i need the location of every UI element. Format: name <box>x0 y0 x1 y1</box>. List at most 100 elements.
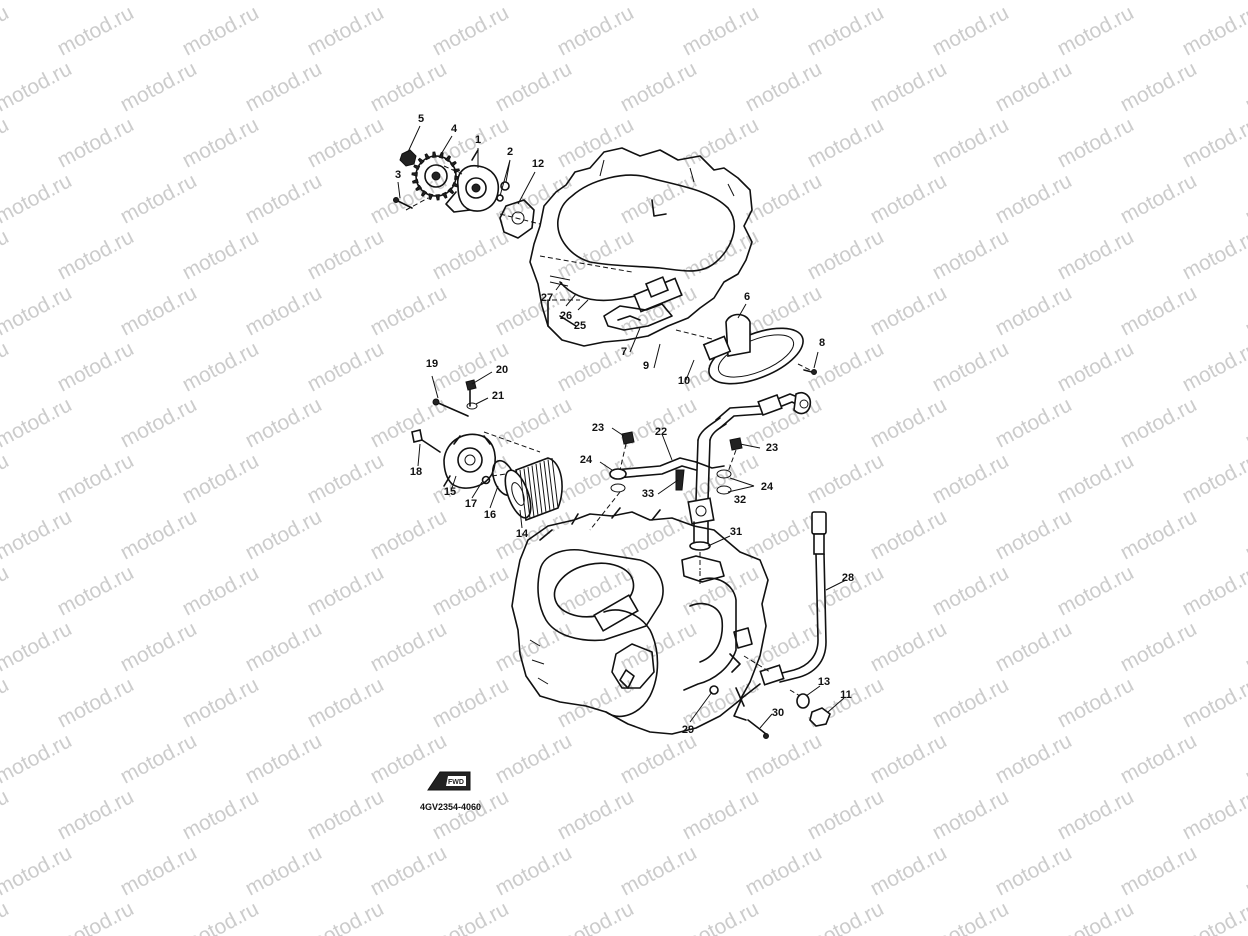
watermark-text: motod.ru <box>554 449 638 508</box>
watermark-text: motod.ru <box>1242 281 1248 340</box>
watermark-text: motod.ru <box>429 673 513 732</box>
watermark-text: motod.ru <box>54 225 138 284</box>
oil-filter-element <box>504 457 563 522</box>
gear-tooth <box>420 189 428 197</box>
callout-8: 8 <box>819 337 825 349</box>
watermark-text: motod.ru <box>242 169 326 228</box>
watermark-text: motod.ru <box>1054 897 1138 936</box>
watermark-text: motod.ru <box>617 169 701 228</box>
gear-tooth <box>415 184 423 192</box>
watermark-text: motod.ru <box>0 449 13 508</box>
watermark-text: motod.ru <box>117 617 201 676</box>
oil-pump-assembly <box>393 149 541 239</box>
watermark-text: motod.ru <box>929 673 1013 732</box>
callout-23-right: 23 <box>766 442 778 454</box>
watermark-text: motod.ru <box>1117 281 1201 340</box>
watermark-text: motod.ru <box>929 337 1013 396</box>
watermark-text: motod.ru <box>679 897 763 936</box>
watermark-text: motod.ru <box>492 841 576 900</box>
callout-19: 19 <box>426 358 438 370</box>
watermark-text: motod.ru <box>179 337 263 396</box>
watermark-text: motod.ru <box>1054 449 1138 508</box>
watermark-text: motod.ru <box>304 1 388 60</box>
watermark-text: motod.ru <box>179 225 263 284</box>
watermark-text: motod.ru <box>617 617 701 676</box>
callout-5: 5 <box>418 113 424 125</box>
dowel-pin <box>500 181 510 191</box>
watermark-text: motod.ru <box>304 561 388 620</box>
watermark-text: motod.ru <box>429 897 513 936</box>
watermark-text: motod.ru <box>179 897 263 936</box>
watermark-text: motod.ru <box>992 57 1076 116</box>
callout-10: 10 <box>678 375 690 387</box>
gear-tooth <box>441 191 448 199</box>
watermark-text: motod.ru <box>179 113 263 172</box>
watermark-text: motod.ru <box>1242 57 1248 116</box>
nut <box>399 149 417 167</box>
watermark-text: motod.ru <box>367 57 451 116</box>
watermark-text: motod.ru <box>304 785 388 844</box>
watermark-text: motod.ru <box>117 0 201 4</box>
watermark-text: motod.ru <box>0 673 13 732</box>
watermark-text: motod.ru <box>617 729 701 788</box>
gear-tooth <box>444 155 452 163</box>
callout-4: 4 <box>451 123 458 135</box>
watermark-text: motod.ru <box>304 337 388 396</box>
watermark-text: motod.ru <box>1117 169 1201 228</box>
watermark-text: motod.ru <box>179 673 263 732</box>
watermark-text: motod.ru <box>304 897 388 936</box>
callout-16: 16 <box>484 509 496 521</box>
watermark-text: motod.ru <box>367 0 451 4</box>
watermark-text: motod.ru <box>1179 449 1248 508</box>
watermark-text: motod.ru <box>117 281 201 340</box>
callout-30: 30 <box>772 707 784 719</box>
oil-pump-body <box>445 149 500 213</box>
watermark-text: motod.ru <box>804 1 888 60</box>
watermark-text: motod.ru <box>992 505 1076 564</box>
callout-13: 13 <box>818 676 830 688</box>
bolt-long <box>435 401 469 417</box>
callout-14: 14 <box>516 528 529 540</box>
watermark-text: motod.ru <box>1117 393 1201 452</box>
watermark-text: motod.ru <box>0 225 13 284</box>
filter-pleat <box>535 463 543 515</box>
gear-tooth <box>453 168 460 174</box>
union-bolt-right <box>729 437 743 451</box>
watermark-text: motod.ru <box>992 841 1076 900</box>
watermark-text: motod.ru <box>0 113 13 172</box>
watermark-text: motod.ru <box>1179 225 1248 284</box>
callout-33: 33 <box>642 488 654 500</box>
bolt-small <box>465 379 477 391</box>
watermark-text: motod.ru <box>679 785 763 844</box>
watermark-text: motod.ru <box>554 1 638 60</box>
watermark-text: motod.ru <box>742 617 826 676</box>
washer <box>466 402 478 410</box>
upper-crankcase <box>529 147 753 347</box>
watermark-text: motod.ru <box>867 169 951 228</box>
watermark-text: motod.ru <box>0 785 13 844</box>
watermark-text: motod.ru <box>367 505 451 564</box>
watermark-text: motod.ru <box>242 841 326 900</box>
watermark-text: motod.ru <box>617 57 701 116</box>
watermark-text: motod.ru <box>1117 617 1201 676</box>
watermark-text: motod.ru <box>867 57 951 116</box>
filter-pleat <box>527 466 535 518</box>
watermark-text: motod.ru <box>242 729 326 788</box>
callout-7: 7 <box>621 346 627 358</box>
watermark-text: motod.ru <box>1054 561 1138 620</box>
callout-32: 32 <box>734 494 746 506</box>
watermark-text: motod.ru <box>617 393 701 452</box>
watermark-text: motod.ru <box>867 841 951 900</box>
watermark-text: motod.ru <box>929 113 1013 172</box>
callout-31: 31 <box>730 526 742 538</box>
watermark-text: motod.ru <box>617 841 701 900</box>
watermark-text: motod.ru <box>1179 113 1248 172</box>
watermark-text: motod.ru <box>929 561 1013 620</box>
watermark-text: motod.ru <box>0 505 76 564</box>
oil-pump-gasket <box>499 199 535 239</box>
callout-17: 17 <box>465 498 477 510</box>
watermark-text: motod.ru <box>992 617 1076 676</box>
watermark-text: motod.ru <box>429 225 513 284</box>
watermark-text: motod.ru <box>554 897 638 936</box>
